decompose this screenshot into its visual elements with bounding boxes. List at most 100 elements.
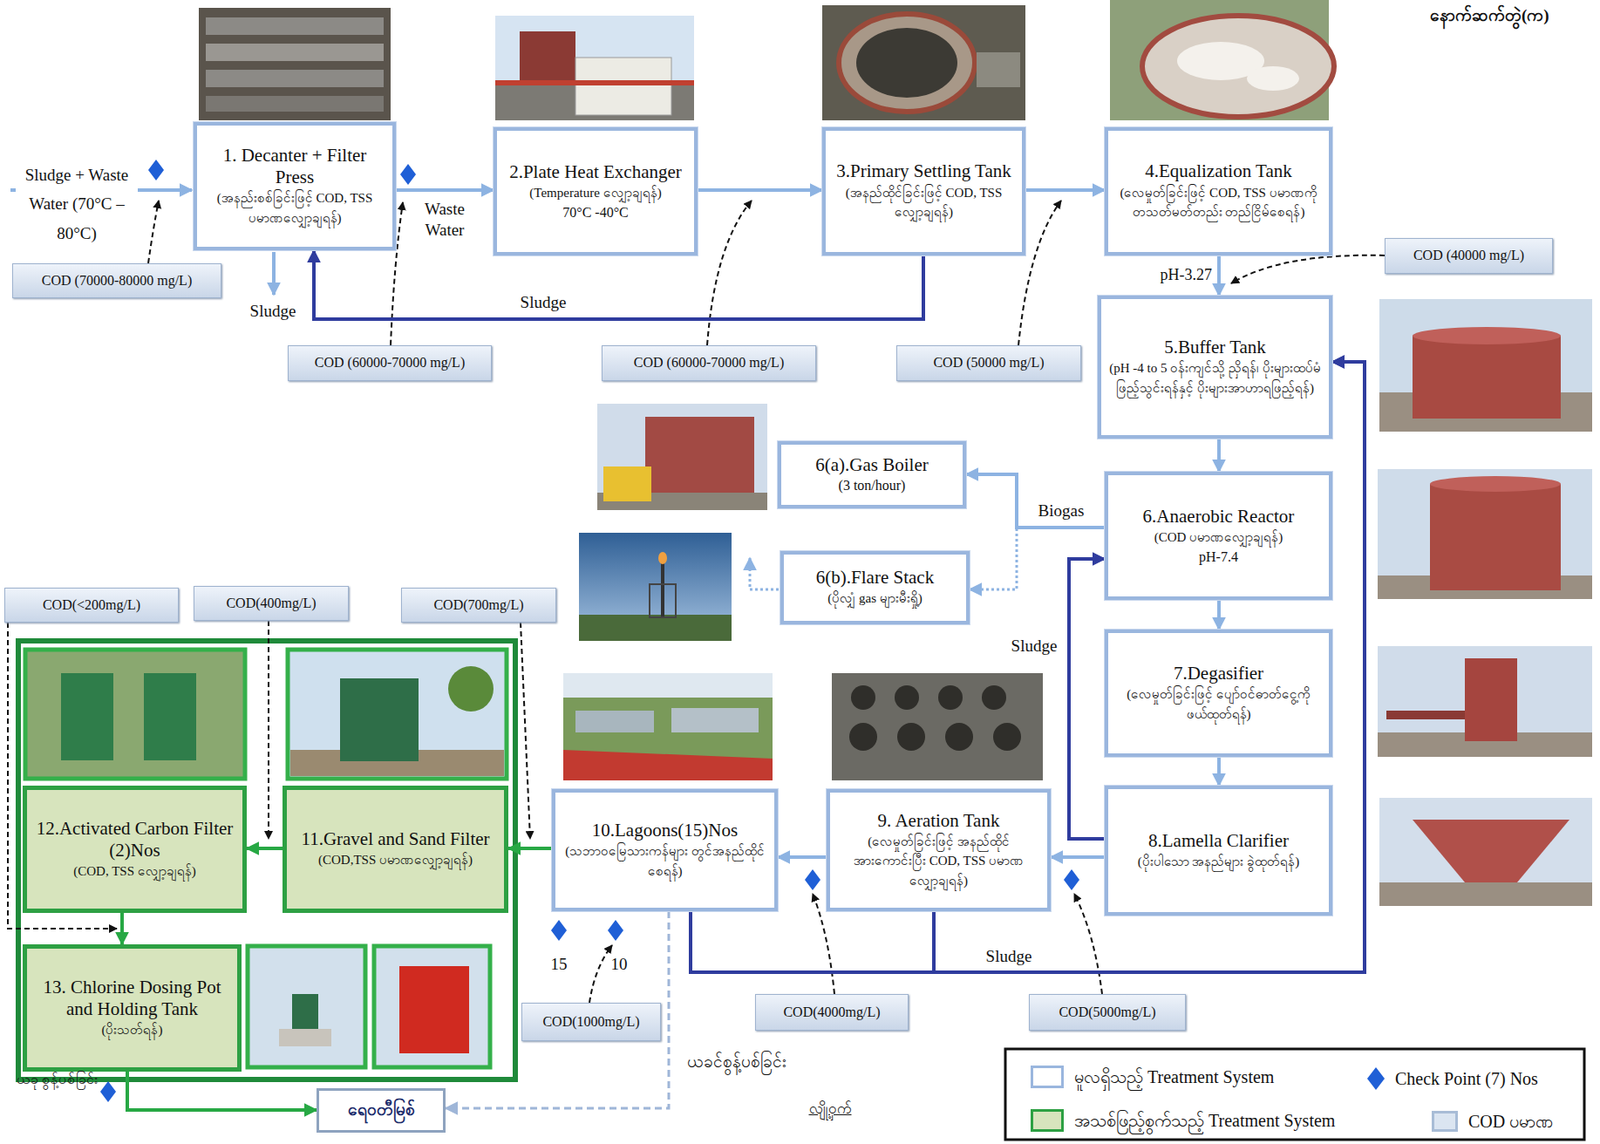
legend-text: မူလရှိသည့် Treatment System	[1074, 1066, 1274, 1088]
note-label: နောက်ဆက်တွဲ(က)	[1429, 5, 1550, 28]
photo-sky	[495, 15, 695, 121]
sludge-connector	[1068, 558, 1105, 839]
flame	[658, 551, 668, 565]
flow-connector	[1217, 438, 1221, 472]
photo-land	[563, 697, 773, 781]
leader-line	[1074, 893, 1103, 995]
machine	[603, 466, 652, 502]
photo-sky	[597, 403, 768, 511]
process-box: 1. Decanter + Filter Press(အနည်းစစ်ခြင်း…	[193, 122, 396, 251]
tank	[838, 13, 975, 112]
lattice	[649, 584, 676, 618]
photo-degasifier	[1377, 646, 1593, 757]
node-note: (ပိုးပါသော အနည်များ ခွဲထုတ်ရန်)	[1137, 851, 1301, 872]
node-note: (COD ပမာဏလျှော့ချရန်)	[1154, 527, 1283, 548]
photo-gas-boiler	[597, 403, 768, 511]
pond	[575, 710, 654, 733]
node-title: 12.Activated Carbon Filter (2)Nos	[34, 817, 236, 862]
legend-swatch	[1030, 1109, 1064, 1132]
photo-sky	[563, 673, 773, 781]
photo-ground	[822, 5, 1026, 121]
photo-anaerobic-reactor	[1377, 469, 1593, 600]
filter-row	[205, 69, 384, 88]
legend-text: Check Point (7) Nos	[1395, 1068, 1539, 1090]
pond	[671, 708, 759, 733]
node-note: (လေမှုတ်ခြင်းဖြင့် COD, TSS ပမာဏကို တသတ်…	[1115, 183, 1322, 223]
hopper	[1412, 819, 1570, 883]
node-note: (COD,TSS ပမာဏလျှော့ချရန်)	[318, 850, 473, 871]
node-title: COD(1000mg/L)	[542, 1013, 640, 1032]
node-title: 6(b).Flare Stack	[816, 566, 934, 589]
treatment-box: 11.Gravel and Sand Filter(COD,TSS ပမာဏလျ…	[282, 785, 509, 913]
photo-frame	[374, 946, 491, 1068]
process-box: 4.Equalization Tank(လေမှုတ်ခြင်းဖြင့် CO…	[1104, 127, 1333, 256]
process-box: 6(a).Gas Boiler(3 ton/hour)	[777, 441, 967, 509]
flare-arrow	[749, 558, 779, 590]
process-box: 5.Buffer Tank(pH -4 to 5 ဝန်းကျင်သို့ ညှ…	[1097, 295, 1333, 439]
node-note: (Temperature လျှော့ချရန်)	[529, 183, 661, 204]
photo-dosing-pot	[247, 946, 366, 1068]
node-note: (pH -4 to 5 ဝန်းကျင်သို့ ညှိရန်၊ ပိုးမျာ…	[1108, 358, 1322, 398]
flow-connector	[1217, 599, 1221, 630]
leader-line	[589, 945, 613, 1003]
legend-swatch	[1431, 1110, 1458, 1132]
aerator	[849, 722, 878, 751]
node-note: (3 ton/hour)	[838, 476, 906, 496]
filter-row	[205, 17, 384, 35]
legend-text: COD ပမာဏ	[1468, 1110, 1553, 1132]
photo-ground	[1379, 882, 1593, 906]
node-title: ရေဝတီမြစ်	[347, 1098, 416, 1123]
tank	[645, 416, 755, 504]
cod-box: COD (50000 mg/L)	[896, 345, 1082, 382]
connector-label: Sludge	[517, 292, 570, 314]
node-note: pH-7.4	[1198, 547, 1239, 567]
photo-buffer-tank	[1379, 299, 1593, 432]
tank	[1429, 483, 1561, 591]
check-point	[1063, 869, 1080, 891]
node-title: 10.Lagoons(15)Nos	[592, 819, 738, 842]
photo-water	[831, 673, 1043, 781]
leader-line	[520, 622, 531, 839]
green-connector	[127, 1071, 317, 1110]
note-label: ယခု စွန့်ပစ်ခြင်း	[3, 1068, 98, 1090]
node-title: 8.Lamella Clarifier	[1148, 830, 1289, 852]
process-box: 2.Plate Heat Exchanger(Temperature လျှော…	[493, 127, 698, 256]
cod-leaders	[7, 200, 1385, 1003]
note-label: pH-3.27	[1138, 265, 1212, 286]
machine	[976, 52, 1021, 88]
connector-label: Waste Water	[407, 198, 483, 241]
flow-connector	[697, 188, 823, 192]
aerator	[938, 685, 963, 710]
connector-label: Sludge	[1008, 635, 1061, 657]
legend-swatch	[1030, 1065, 1064, 1089]
photo-heat-exchanger	[495, 15, 695, 121]
connector-label: ယခင်စွန့်ပစ်ခြင်း	[684, 1051, 790, 1073]
photo-sky	[1377, 646, 1593, 757]
note-label: 15	[551, 953, 568, 976]
leader-line	[148, 200, 159, 264]
cod-box: COD(5000mg/L)	[1028, 994, 1186, 1031]
photo-decanter	[198, 7, 391, 121]
pot	[292, 994, 319, 1029]
cod-box: COD(4000mg/L)	[755, 994, 909, 1031]
check-point	[400, 163, 416, 185]
aerator	[894, 685, 920, 710]
cod-box: COD(400mg/L)	[193, 585, 349, 621]
treatment-box: 12.Activated Carbon Filter (2)Nos(COD, T…	[22, 785, 247, 913]
check-point	[607, 919, 624, 941]
node-note: (လေမှုတ်ခြင်းဖြင့် ပျော်ဝင်ဓာတ်ငွေ့ကို ဖ…	[1115, 684, 1322, 724]
legend-symbol	[1367, 1067, 1385, 1090]
green-connector	[120, 912, 124, 945]
check-point	[100, 1081, 116, 1103]
connector-label: Biogas	[1035, 500, 1088, 522]
green-connector	[508, 846, 552, 851]
aerator	[851, 685, 876, 710]
node-title: 9. Aeration Tank	[878, 810, 1001, 832]
node-title: COD (60000-70000 mg/L)	[314, 354, 465, 373]
node-title: COD (70000-80000 mg/L)	[41, 272, 192, 291]
leader-line	[707, 200, 752, 346]
check-point	[148, 159, 164, 181]
stack	[660, 562, 665, 618]
